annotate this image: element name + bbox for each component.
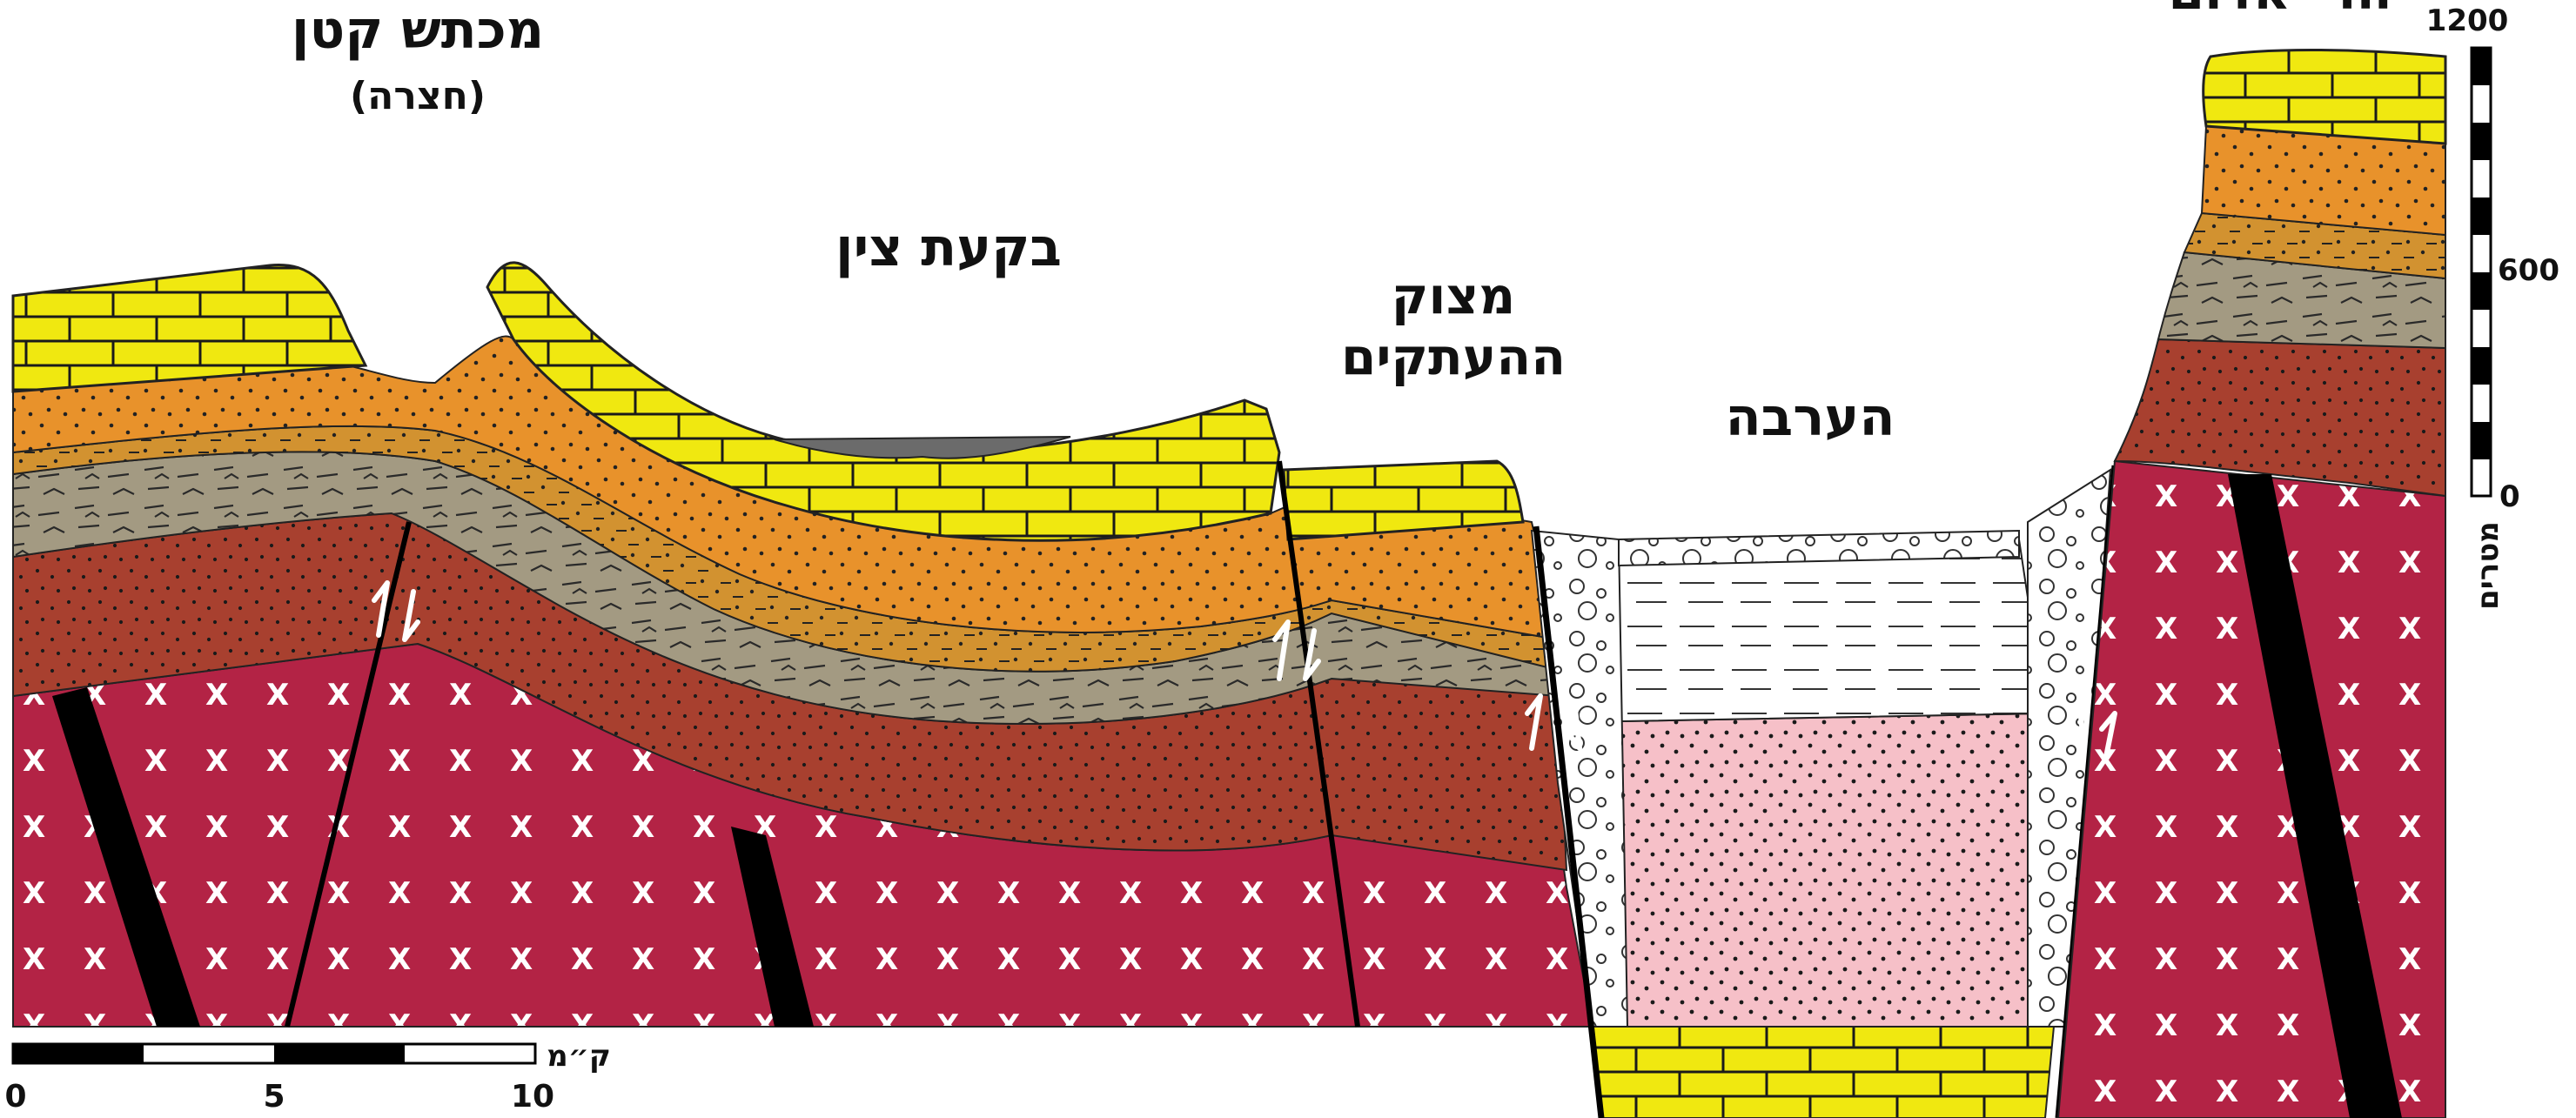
label-bikat-tzin: בקעת צין <box>835 218 1062 278</box>
vscale-unit: מטרים <box>2471 521 2506 610</box>
vscale-tick-1200: 1200 <box>2426 3 2509 38</box>
label-makhtesh-katan: מכתש קטן <box>292 0 544 61</box>
label-edom-partial: הרי אדום <box>2168 0 2392 22</box>
arava-limestone-base <box>1593 1027 2054 1118</box>
vscale-tick-600: 600 <box>2498 253 2559 288</box>
hscale-unit: ק״מ <box>547 1039 611 1074</box>
vscale-tick-0: 0 <box>2499 479 2520 514</box>
hscale-tick-5: 5 <box>263 1079 285 1115</box>
label-arava: הערבה <box>1725 387 1895 448</box>
label-metzuk-line2: ההעתקים <box>1341 327 1566 386</box>
arava-pink-fill <box>1575 713 2054 1027</box>
limestone-cap-edom <box>2204 50 2445 144</box>
right-block <box>2058 50 2445 1118</box>
arava-basin <box>1532 465 2115 1118</box>
horizontal-scale: 0 5 10 ק״מ <box>4 1039 610 1115</box>
arava-bedded-fill <box>1558 539 2045 722</box>
hscale-tick-10: 10 <box>511 1079 554 1115</box>
label-metzuk-line1: מצוק <box>1392 266 1515 325</box>
hscale-tick-0: 0 <box>4 1079 26 1115</box>
label-hatzera: (חצרה) <box>350 74 486 118</box>
